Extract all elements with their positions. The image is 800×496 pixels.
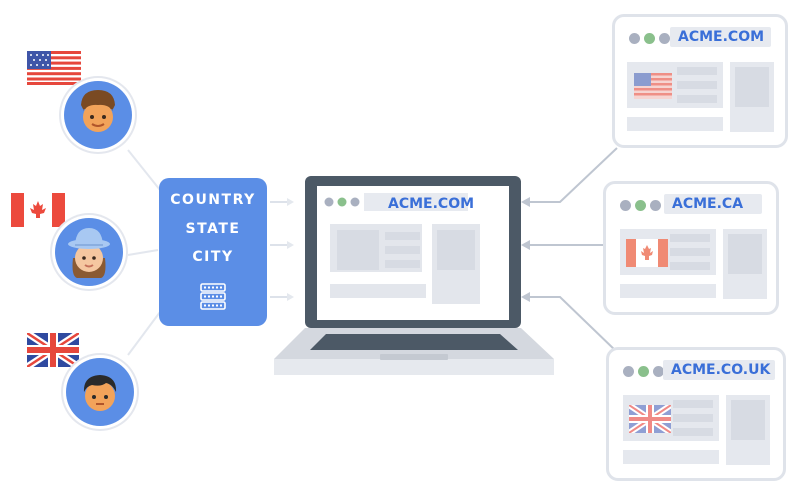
user-connector-line <box>127 149 161 191</box>
arrow-head-icon <box>521 240 530 250</box>
arrow-head-icon <box>287 241 294 249</box>
site-arrow-line <box>528 147 618 203</box>
geo-city-label: CITY <box>192 249 234 265</box>
arrow-head-icon <box>521 197 530 207</box>
site-card-us: ACME.COM <box>612 14 788 148</box>
user-avatar-icon <box>63 355 137 429</box>
us-flag-icon <box>634 73 672 99</box>
geo-targeting-box: COUNTRY STATE CITY <box>159 178 267 326</box>
user-avatar-icon <box>61 78 135 152</box>
window-dots <box>620 196 665 215</box>
canada-flag-icon <box>626 239 668 267</box>
arrow-head-icon <box>521 292 530 302</box>
user-connector-line <box>127 311 161 356</box>
geo-state-label: STATE <box>185 221 241 237</box>
user-connector-line <box>127 249 159 256</box>
laptop-icon <box>274 176 554 375</box>
uk-flag-icon <box>25 330 81 371</box>
us-flag-icon <box>27 51 81 89</box>
laptop-domain-label: ACME.COM <box>388 196 475 212</box>
uk-flag-icon <box>629 405 671 433</box>
arrow-head-icon <box>287 198 294 206</box>
user-avatar-icon <box>52 215 126 289</box>
site-card-uk: ACME.CO.UK <box>606 347 786 481</box>
window-dots <box>629 29 674 48</box>
window-dots <box>623 362 668 381</box>
site-domain-bar: ACME.COM <box>670 27 771 47</box>
site-domain-label: ACME.COM <box>678 29 765 45</box>
laptop: ACME.COM <box>272 174 556 382</box>
site-domain-label: ACME.CA <box>672 196 744 212</box>
geo-country-label: COUNTRY <box>170 192 256 208</box>
arrow-head-icon <box>287 293 294 301</box>
site-domain-bar: ACME.CA <box>664 194 762 214</box>
site-arrow-line <box>528 296 618 353</box>
canada-flag-icon <box>11 193 65 231</box>
site-domain-label: ACME.CO.UK <box>671 362 771 378</box>
site-card-ca: ACME.CA <box>603 181 779 315</box>
site-domain-bar: ACME.CO.UK <box>663 360 775 380</box>
server-icon <box>200 283 226 310</box>
